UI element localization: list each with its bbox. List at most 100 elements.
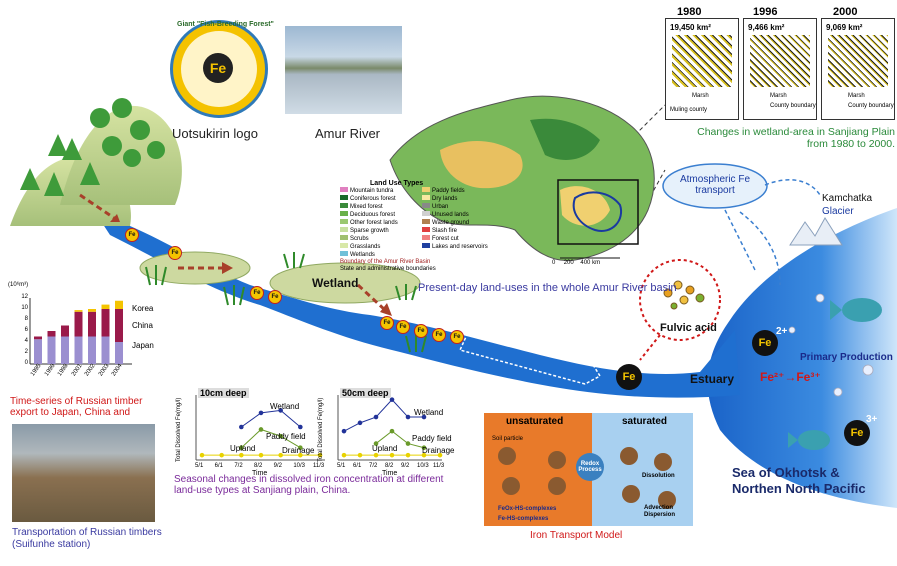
- iron-xtick: 11/3: [433, 463, 445, 469]
- landuse-legend-item: Slash fire: [422, 227, 504, 235]
- landuse-legend-item: Unused lands: [422, 211, 504, 219]
- estuary-label: Estuary: [690, 372, 735, 386]
- landuse-legend-item: Grasslands: [340, 243, 422, 251]
- panel1-title: 10cm deep: [198, 388, 249, 398]
- timber-ytick: 4: [24, 338, 28, 344]
- iron-xtick: 11/3: [313, 463, 325, 469]
- timber-ytick: 2: [24, 349, 28, 355]
- iron-xtick: 6/1: [353, 463, 362, 469]
- map-scale: 0 200 400 km: [552, 260, 601, 266]
- landuse-legend-item: Wetlands: [340, 251, 422, 259]
- iron-point: [239, 424, 244, 430]
- iron-point: [341, 452, 347, 458]
- fe3-ion-estuary: Fe: [616, 364, 642, 390]
- timber-bar-japan: [47, 336, 56, 364]
- iron-xtick: 10/3: [417, 463, 429, 469]
- fe-ion-charge: 2+: [445, 324, 453, 331]
- fe-ion: Fe: [168, 246, 182, 260]
- iron-xlabel-2: Time: [382, 470, 398, 477]
- iron-point: [357, 452, 363, 458]
- iron-xtick: 5/1: [337, 463, 346, 469]
- uotsukirin-logo: Fe Giant "Fish-Breeding Forest": [170, 20, 274, 118]
- wetland-caption: Changes in wetland-area in Sanjiang Plai…: [697, 126, 895, 150]
- p1-paddy: Paddy field: [266, 432, 306, 441]
- inset-1980: 19,450 km² Marsh Muling county: [665, 18, 739, 120]
- iron-point: [278, 452, 283, 458]
- iron-caption: Seasonal changes in dissolved iron conce…: [174, 474, 444, 496]
- timber-bar-korea: [115, 300, 123, 309]
- iron-xtick: 7/2: [369, 463, 378, 469]
- p1-drainage: Drainage: [282, 446, 315, 455]
- landuse-legend-item: Coniferous forest: [340, 195, 422, 203]
- p1-upland: Upland: [230, 444, 256, 453]
- iron-xtick: 8/2: [254, 463, 263, 469]
- wetland-label: Wetland: [312, 276, 359, 290]
- landuse-legend-item: Other forest lands: [340, 219, 422, 227]
- iron-point: [373, 452, 379, 458]
- iron-point: [341, 428, 347, 434]
- logo-fe: Fe: [203, 53, 233, 83]
- timber-ytick: 0: [24, 360, 28, 366]
- timber-bar-china: [34, 336, 42, 340]
- timber-bar-korea: [88, 309, 96, 312]
- glacier: [789, 217, 843, 246]
- atmospheric-label: Atmospheric Fe transport: [679, 174, 751, 196]
- timber-photo-caption-1: Transportation of Russian timbers: [12, 527, 162, 538]
- timber-bar-korea: [101, 304, 110, 309]
- iron-point: [389, 452, 395, 458]
- iron-point: [437, 452, 443, 458]
- landuse-legend-item: Scrubs: [340, 235, 422, 243]
- fe-ion: Fe: [268, 290, 282, 304]
- landuse-legend-item: Paddy fields: [422, 187, 504, 195]
- timber-bar-china: [101, 309, 110, 337]
- timber-bar-japan: [88, 336, 96, 364]
- iron-point: [258, 427, 264, 432]
- glacier-label: Glacier: [822, 206, 854, 217]
- legend-china: China: [132, 321, 153, 330]
- unsaturated-panel: unsaturated Soil particle FeOx-HS-comple…: [484, 413, 592, 526]
- iron-point: [278, 408, 283, 413]
- iron-xtick: 8/2: [385, 463, 394, 469]
- timber-unit: (10⁶m³): [8, 282, 29, 288]
- landuse-legend-item: Mountain tundra: [340, 187, 422, 195]
- fe-ion-charge: 2+: [138, 224, 146, 231]
- kamchatka-label: Kamchatka: [822, 193, 873, 204]
- landuse-legend-item: Forest cut: [422, 235, 504, 243]
- timber-bar-china: [115, 309, 123, 342]
- logo-caption: Uotsukirin logo: [172, 126, 258, 141]
- iron-point: [239, 452, 244, 458]
- fe-ion: Fe: [396, 320, 410, 334]
- iron-point: [389, 397, 395, 402]
- iron-point: [373, 441, 379, 446]
- p1-wetland: Wetland: [270, 402, 300, 411]
- iron-point: [298, 445, 303, 451]
- area-1980: 19,450 km²: [670, 23, 711, 32]
- saturated-panel: saturated Redox Process Dissolution Adve…: [576, 413, 693, 526]
- fe-ion: Fe: [125, 228, 139, 242]
- timber-photo-caption-2: (Suifunhe station): [12, 539, 91, 550]
- timber-bar-china: [74, 311, 83, 337]
- iron-ylabel-2: Total Dissolved Fe(mg/l): [318, 397, 324, 462]
- iron-xlabel-1: Time: [252, 470, 268, 477]
- iron-line-paddy-field: [375, 430, 425, 449]
- p2-paddy: Paddy field: [412, 434, 452, 443]
- timber-ytick: 6: [24, 327, 28, 333]
- timber-bar-china: [61, 325, 69, 337]
- landuse-legend-item: Lakes and reservoirs: [422, 243, 504, 251]
- iron-point: [357, 420, 363, 426]
- area-2000: 9,069 km²: [826, 23, 863, 32]
- timber-ytick: 10: [21, 305, 28, 311]
- amur-basin-map: [389, 95, 655, 262]
- floodplain-mound: [139, 251, 251, 285]
- timber-bar-china: [47, 331, 56, 337]
- iron-xtick: 5/1: [195, 463, 204, 469]
- landuse-caption: Present-day land-uses in the whole Amur …: [418, 282, 677, 294]
- logo-ring-text: Giant "Fish-Breeding Forest": [177, 21, 274, 28]
- fe3-ion-sea: Fe: [844, 420, 870, 446]
- sea-label: Sea of Okhotsk & Northen North Pacific: [732, 465, 866, 496]
- year-1996: 1996: [753, 6, 778, 18]
- timber-bar-japan: [34, 339, 42, 364]
- iron-point: [239, 445, 244, 451]
- inset-1996: 9,466 km² Marsh County boundary: [743, 18, 817, 120]
